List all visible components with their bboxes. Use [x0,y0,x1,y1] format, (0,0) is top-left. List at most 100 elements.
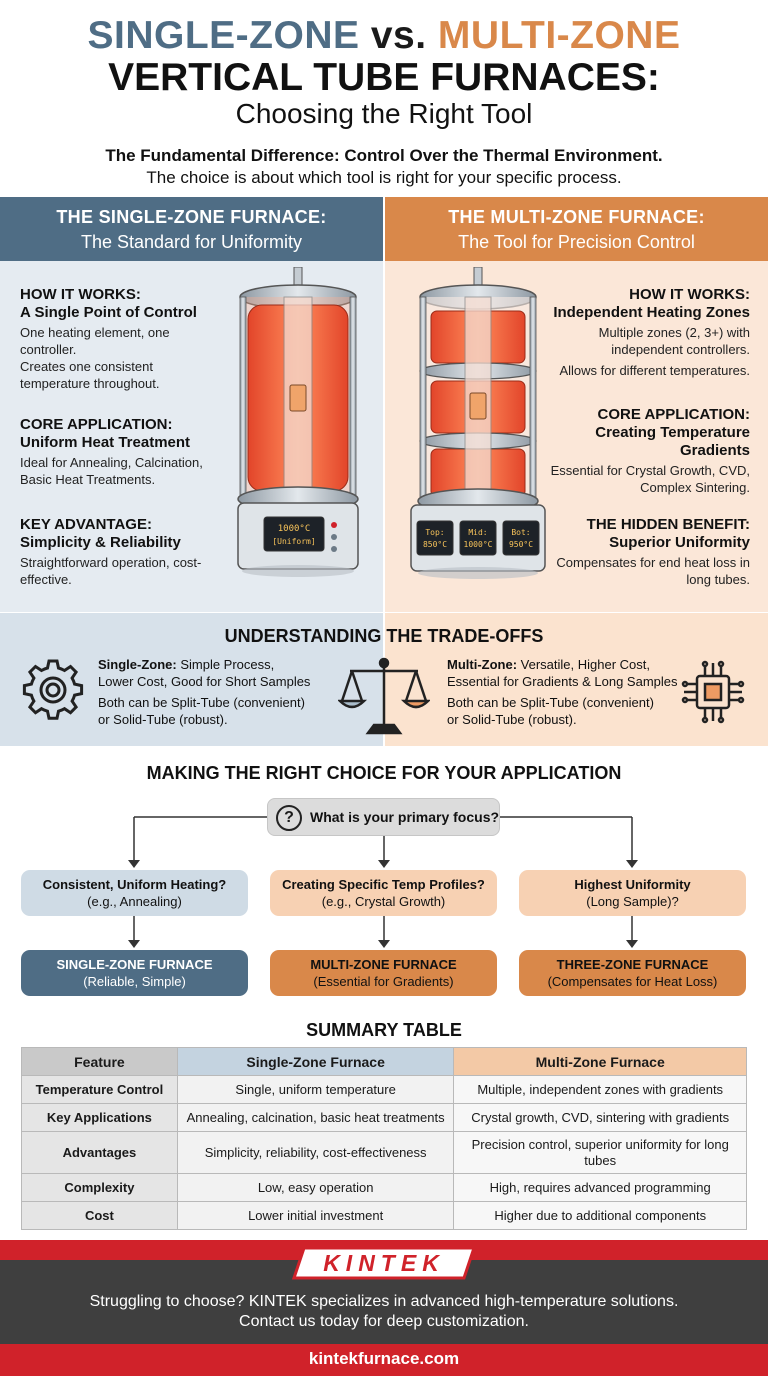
table-cell-multi: Higher due to additional components [453,1201,747,1230]
page-subtitle: Choosing the Right Tool [235,98,533,129]
mid-zone-display-temp: 1000°C [464,540,493,549]
option-uniform-heating-title: Consistent, Uniform Heating? [42,877,227,892]
single-zone-header: THE SINGLE-ZONE FURNACE: The Standard fo… [0,197,383,261]
multi-how-text1: Multiple zones (2, 3+) with independent … [598,325,750,357]
table-row: Temperature Control Single, uniform temp… [21,1075,747,1104]
footer-website-link[interactable]: kintekfurnace.com [308,1349,460,1368]
table-cell-multi: High, requires advanced programming [453,1173,747,1202]
microchip-icon [681,660,745,724]
title-multi-zone: MULTI-ZONE [437,14,681,57]
table-row: Advantages Simplicity, reliability, cost… [21,1131,747,1174]
balance-scale-icon [338,657,430,735]
multi-zone-panel: THE MULTI-ZONE FURNACE: The Tool for Pre… [385,197,768,612]
single-how-text2: Creates one consistent temperature throu… [20,359,160,391]
table-cell-feature: Temperature Control [21,1075,178,1104]
gear-icon [22,659,84,720]
single-display-temp: 1000°C [278,524,311,534]
table-cell-feature: Advantages [21,1131,178,1174]
table-cell-single: Simplicity, reliability, cost-effectiven… [176,1131,455,1174]
multi-how-label: HOW IT WORKS: [629,286,750,303]
multi-core-strong: Creating Temperature Gradients [595,424,750,459]
intro-bold: The Fundamental Difference: Control Over… [105,146,663,165]
tradeoffs-multi-line1: Versatile, Higher Cost, [517,657,650,672]
option-uniform-heating-example: (e.g., Annealing) [87,894,182,909]
option-highest-uniformity-title: Highest Uniformity [574,877,691,892]
tradeoffs-single-panel [0,613,383,746]
bottom-zone-display-temp: 950°C [509,540,533,549]
single-core-label: CORE APPLICATION: [20,416,173,433]
answer-single-zone-note: (Reliable, Simple) [83,974,186,989]
tradeoffs-single-line4: or Solid-Tube (robust). [98,712,228,727]
title-vs: vs. [370,14,427,57]
tradeoffs-single-line3: Both can be Split-Tube (convenient) [98,695,305,710]
page-title-line1: SINGLE-ZONE vs. MULTI-ZONE [0,14,768,58]
question-mark-icon: ? [276,805,302,831]
table-cell-feature: Cost [21,1201,178,1230]
table-header-multi: Multi-Zone Furnace [453,1047,747,1076]
kintek-logo [292,1246,476,1280]
multi-how-text2: Allows for different temperatures. [559,363,750,378]
summary-table: Feature Single-Zone Furnace Multi-Zone F… [21,1047,747,1230]
single-how-strong: A Single Point of Control [20,304,197,321]
single-display-mode: [Uniform] [272,537,315,546]
tradeoffs-single-line2: Lower Cost, Good for Short Samples [98,674,311,689]
top-zone-display-temp: 850°C [423,540,447,549]
page-title-line2: VERTICAL TUBE FURNACES: [108,56,660,99]
table-cell-single: Annealing, calcination, basic heat treat… [176,1103,455,1132]
option-highest-uniformity-example: (Long Sample)? [586,894,679,909]
multi-zone-furnace-illustration: Top: 850°C Mid: 1000°C Bot: 950°C [410,267,546,579]
multi-benefit-strong: Superior Uniformity [609,534,750,551]
multi-how-it-works: HOW IT WORKS: Independent Heating Zones … [545,285,750,379]
choice-title: MAKING THE RIGHT CHOICE FOR YOUR APPLICA… [146,763,622,783]
single-how-text1: One heating element, one controller. [20,325,170,357]
footer-url-bar [0,1344,768,1376]
answer-three-zone-note: (Compensates for Heat Loss) [547,974,718,989]
option-highest-uniformity: Highest Uniformity (Long Sample)? [519,870,746,916]
intro-text: The choice is about which tool is right … [146,168,622,187]
table-row: Complexity Low, easy operation High, req… [21,1173,747,1202]
summary-table-title: SUMMARY TABLE [306,1020,462,1040]
tradeoffs-multi-line3: Both can be Split-Tube (convenient) [447,695,654,710]
table-row: Cost Lower initial investment Higher due… [21,1201,747,1230]
table-cell-single: Lower initial investment [176,1201,455,1230]
option-temp-profiles: Creating Specific Temp Profiles? (e.g., … [270,870,497,916]
title-single-zone: SINGLE-ZONE [87,14,360,57]
top-zone-display-label: Top: [425,528,444,537]
multi-zone-heading: THE MULTI-ZONE FURNACE: [448,207,705,227]
table-cell-feature: Key Applications [21,1103,178,1132]
single-adv-label: KEY ADVANTAGE: [20,516,152,533]
table-cell-single: Low, easy operation [176,1173,455,1202]
page-header: SINGLE-ZONE vs. MULTI-ZONE VERTICAL TUBE… [0,0,768,196]
option-temp-profiles-example: (e.g., Crystal Growth) [321,894,446,909]
answer-three-zone-title: THREE-ZONE FURNACE [556,957,709,972]
single-adv-strong: Simplicity & Reliability [20,534,181,551]
single-zone-heading: THE SINGLE-ZONE FURNACE: [56,207,327,227]
tradeoffs-single-label: Single-Zone: [98,657,177,672]
single-core-strong: Uniform Heat Treatment [20,434,191,451]
single-zone-furnace-illustration: 1000°C [Uniform] [237,267,359,577]
mid-zone-display-label: Mid: [468,528,487,537]
tradeoffs-multi-line2: Essential for Gradients & Long Samples [447,674,678,689]
tradeoffs-section: UNDERSTANDING THE TRADE-OFFS Single-Zone… [0,613,768,746]
tradeoffs-multi-panel [385,613,768,746]
answer-multi-zone: MULTI-ZONE FURNACE (Essential for Gradie… [270,950,497,996]
table-cell-multi: Precision control, superior uniformity f… [453,1131,747,1174]
multi-core-application: CORE APPLICATION: Creating Temperature G… [545,405,750,496]
table-cell-multi: Crystal growth, CVD, sintering with grad… [453,1103,747,1132]
multi-benefit-label: THE HIDDEN BENEFIT: [586,516,750,533]
tradeoffs-single-line1: Simple Process, [176,657,275,672]
option-temp-profiles-title: Creating Specific Temp Profiles? [282,877,485,892]
tradeoffs-multi-text: Multi-Zone: Versatile, Higher Cost, Esse… [447,656,687,728]
multi-how-strong: Independent Heating Zones [553,304,750,321]
tradeoffs-multi-label: Multi-Zone: [447,657,518,672]
multi-zone-subheading: The Tool for Precision Control [458,232,695,252]
single-zone-subheading: The Standard for Uniformity [80,232,303,252]
question-text: What is your primary focus? [310,809,500,825]
multi-zone-header: THE MULTI-ZONE FURNACE: The Tool for Pre… [385,197,768,261]
tradeoffs-title: UNDERSTANDING THE TRADE-OFFS [224,626,544,646]
footer-cta-line2: Contact us today for deep customization. [239,1313,529,1330]
primary-focus-question: ? What is your primary focus? [267,798,500,836]
table-header-single: Single-Zone Furnace [176,1047,455,1076]
option-uniform-heating: Consistent, Uniform Heating? (e.g., Anne… [21,870,248,916]
table-row: Key Applications Annealing, calcination,… [21,1103,747,1132]
